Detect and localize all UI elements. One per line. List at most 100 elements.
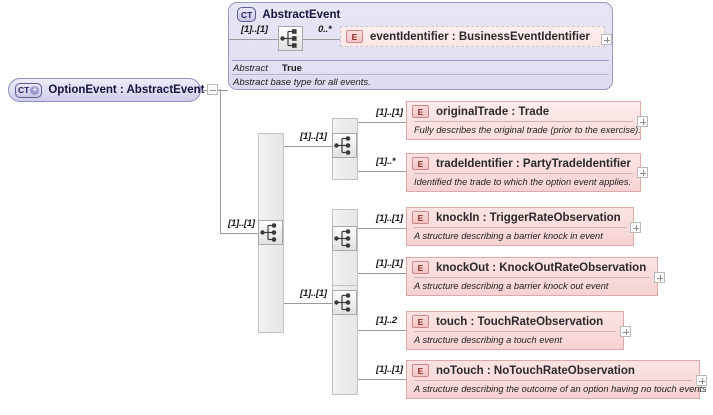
divider <box>414 173 633 174</box>
connector-line <box>358 170 406 172</box>
element-label: eventIdentifier : BusinessEventIdentifie… <box>370 30 590 43</box>
element-title-row: E touch : TouchRateObservation <box>407 312 623 331</box>
divider <box>232 60 609 61</box>
element-node-eventidentifier[interactable]: E eventIdentifier : BusinessEventIdentif… <box>340 26 605 47</box>
element-node-tradeidentifier[interactable]: E tradeIdentifier : PartyTradeIdentifier… <box>406 153 641 192</box>
element-title-row: E eventIdentifier : BusinessEventIdentif… <box>341 27 604 46</box>
choice-compositor-icon-group-2[interactable] <box>332 226 357 251</box>
cardinality-abstractevent-sequence: [1]..[1] <box>241 24 268 35</box>
connector-line <box>284 145 332 147</box>
root-node-optionevent[interactable]: CT+ OptionEvent : AbstractEvent <box>8 78 205 102</box>
element-description: A structure describing a touch event <box>414 335 562 345</box>
element-label: tradeIdentifier : PartyTradeIdentifier <box>436 157 631 170</box>
element-title-row: E noTouch : NoTouchRateObservation <box>407 361 699 380</box>
divider <box>414 121 633 122</box>
complextype-description: Abstract base type for all events. <box>233 77 371 88</box>
element-title-row: E knockIn : TriggerRateObservation <box>407 208 633 227</box>
choice-compositor-icon-main[interactable] <box>258 220 283 245</box>
element-badge-icon: E <box>412 157 429 170</box>
complextype-header: CT AbstractEvent <box>229 3 612 22</box>
expand-toggle-knockin[interactable] <box>630 222 641 233</box>
element-node-originaltrade[interactable]: E originalTrade : Trade Fully describes … <box>406 101 641 140</box>
divider <box>414 380 692 381</box>
cardinality-group-3: [1]..[1] <box>300 288 327 299</box>
cardinality-knockout: [1]..[1] <box>376 258 403 269</box>
connector-line <box>220 89 221 233</box>
expand-toggle-knockout[interactable] <box>654 272 665 283</box>
connector-line <box>358 378 406 380</box>
element-label: knockIn : TriggerRateObservation <box>436 211 621 224</box>
element-title-row: E originalTrade : Trade <box>407 102 640 121</box>
element-label: noTouch : NoTouchRateObservation <box>436 364 635 377</box>
cardinality-knockin: [1]..[1] <box>376 213 403 224</box>
connector-line <box>201 89 207 91</box>
connector-line <box>358 329 406 331</box>
choice-compositor-icon-group-3[interactable] <box>332 290 357 315</box>
element-body: E knockIn : TriggerRateObservation A str… <box>406 207 634 246</box>
element-badge-icon: E <box>412 364 429 377</box>
connector-line <box>358 227 406 229</box>
element-description: A structure describing the outcome of an… <box>414 384 707 394</box>
cardinality-tradeidentifier: [1]..* <box>376 156 396 167</box>
cardinality-group-1: [1]..[1] <box>300 131 327 142</box>
element-body: E noTouch : NoTouchRateObservation A str… <box>406 360 707 399</box>
element-label: touch : TouchRateObservation <box>436 315 604 328</box>
complextype-badge-label: CT <box>18 84 30 95</box>
expand-toggle-touch[interactable] <box>620 326 631 337</box>
element-label: knockOut : KnockOutRateObservation <box>436 261 647 274</box>
element-title-row: E tradeIdentifier : PartyTradeIdentifier <box>407 154 640 173</box>
element-description: A structure describing a barrier knock o… <box>414 281 609 291</box>
divider <box>414 331 616 332</box>
element-description: Fully describes the original trade (prio… <box>414 125 641 135</box>
element-title-row: E knockOut : KnockOutRateObservation <box>407 258 657 277</box>
complextype-attribute-row: Abstract True <box>233 63 302 74</box>
complextype-badge-icon: CT+ <box>15 82 43 98</box>
choice-compositor-icon-group-1[interactable] <box>332 133 357 158</box>
element-badge-icon: E <box>412 261 429 274</box>
connector-line <box>358 121 406 123</box>
complextype-badge-icon: CT <box>237 7 257 22</box>
element-badge-icon: E <box>412 315 429 328</box>
element-body: E eventIdentifier : BusinessEventIdentif… <box>340 26 605 47</box>
expand-toggle-notouch[interactable] <box>696 375 707 386</box>
cardinality-touch: [1]..2 <box>376 315 397 326</box>
element-description: A structure describing a barrier knock i… <box>414 231 603 241</box>
element-body: E originalTrade : Trade Fully describes … <box>406 101 641 140</box>
element-node-touch[interactable]: E touch : TouchRateObservation A structu… <box>406 311 624 350</box>
collapse-toggle-root[interactable] <box>207 84 218 95</box>
divider <box>414 227 626 228</box>
group-bar-2 <box>332 209 358 294</box>
divider <box>232 74 609 75</box>
cardinality-notouch: [1]..[1] <box>376 364 403 375</box>
element-description: Identified the trade to which the option… <box>414 177 632 187</box>
element-body: E tradeIdentifier : PartyTradeIdentifier… <box>406 153 641 192</box>
connector-line <box>284 302 332 304</box>
sequence-compositor-icon[interactable] <box>278 26 303 51</box>
expand-toggle-originaltrade[interactable] <box>637 116 648 127</box>
connector-line <box>218 89 228 91</box>
expand-toggle-tradeidentifier[interactable] <box>637 167 648 178</box>
element-node-knockin[interactable]: E knockIn : TriggerRateObservation A str… <box>406 207 634 246</box>
element-label: originalTrade : Trade <box>436 105 550 118</box>
cardinality-eventidentifier: 0..* <box>318 24 332 35</box>
element-node-knockout[interactable]: E knockOut : KnockOutRateObservation A s… <box>406 257 658 296</box>
complextype-name: AbstractEvent <box>262 8 341 21</box>
connector-line <box>358 272 406 274</box>
cardinality-main-choice: [1]..[1] <box>228 218 255 229</box>
plus-glyph-icon: + <box>30 85 40 95</box>
root-node-label: OptionEvent : AbstractEvent <box>48 84 205 96</box>
attribute-key: Abstract <box>233 63 268 74</box>
connector-line <box>228 38 278 40</box>
divider <box>414 277 650 278</box>
expand-toggle-eventidentifier[interactable] <box>601 34 612 45</box>
element-badge-icon: E <box>412 211 429 224</box>
element-badge-icon: E <box>412 105 429 118</box>
connector-line <box>220 232 258 234</box>
attribute-value: True <box>281 63 302 74</box>
element-badge-icon: E <box>346 30 363 43</box>
cardinality-originaltrade: [1]..[1] <box>376 107 403 118</box>
connector-line <box>303 38 340 40</box>
element-node-notouch[interactable]: E noTouch : NoTouchRateObservation A str… <box>406 360 707 399</box>
element-body: E touch : TouchRateObservation A structu… <box>406 311 624 350</box>
